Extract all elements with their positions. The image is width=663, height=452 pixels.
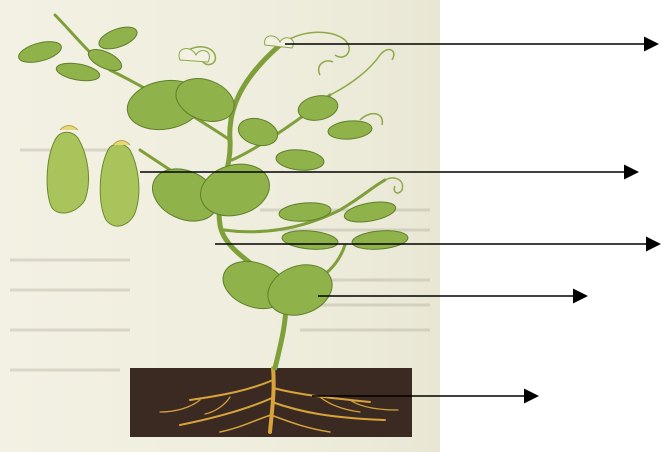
pod-icon [47,126,139,227]
